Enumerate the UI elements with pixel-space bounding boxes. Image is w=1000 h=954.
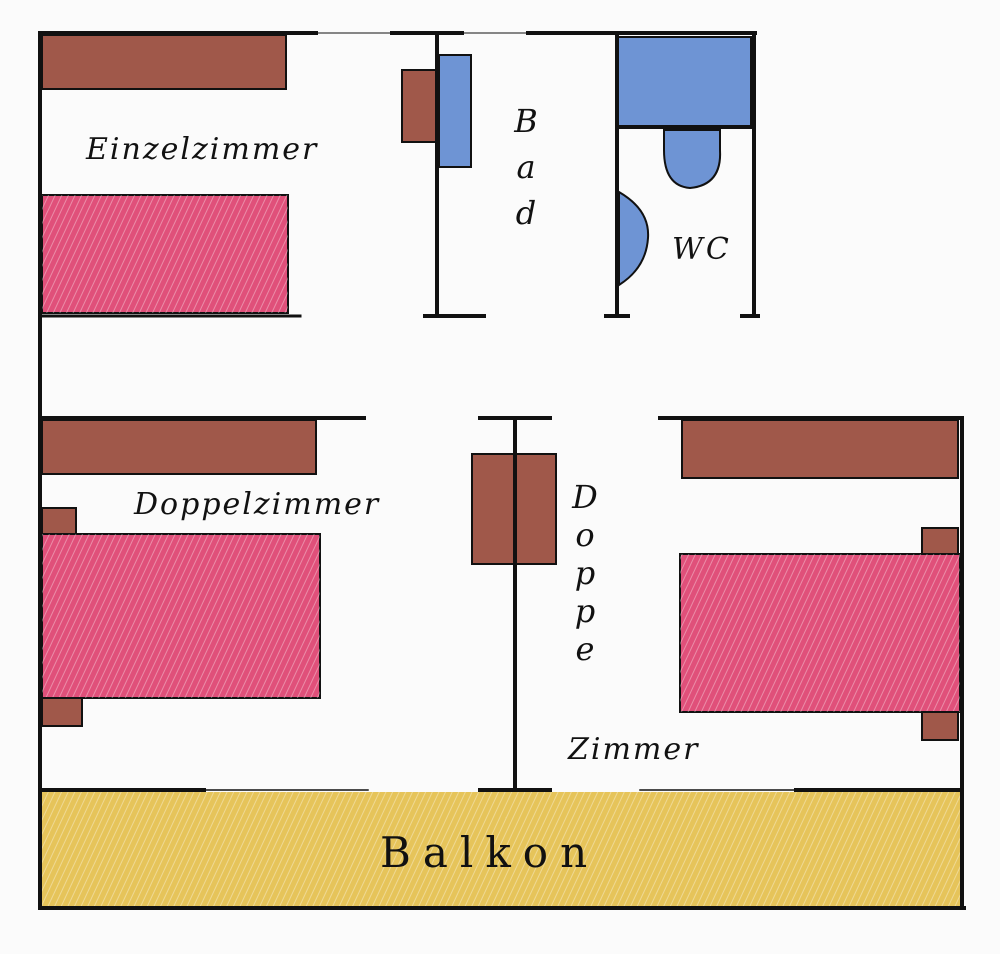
room-label-doppelzimmer-right-tail: Zimmer: [568, 732, 700, 767]
doppelzimmer-left-nightstand-top: [41, 507, 77, 535]
vertical-letter: e: [575, 630, 595, 668]
vertical-letter: d: [515, 194, 537, 232]
room-label-balkon: Balkon: [380, 828, 600, 877]
vertical-letter: p: [574, 554, 596, 592]
doppelzimmer-right-wardrobe: [681, 419, 959, 479]
wc-sink: [618, 190, 650, 287]
bad-bathtub: [616, 36, 752, 128]
room-label-einzelzimmer: Einzelzimmer: [86, 132, 319, 167]
doppelzimmer-left-wardrobe: [41, 419, 317, 475]
doppelzimmer-left-nightstand-bottom: [41, 697, 83, 727]
room-label-doppelzimmer-left: Doppelzimmer: [134, 487, 381, 522]
einzelzimmer-wardrobe: [41, 34, 287, 90]
doppelzimmer-right-nightstand-top: [921, 527, 959, 555]
vertical-letter: D: [572, 478, 598, 516]
vertical-letter: B: [514, 102, 538, 140]
vertical-letter: o: [575, 516, 595, 554]
walls: [38, 31, 966, 910]
room-label-wc: WC: [672, 232, 732, 267]
vertical-letter: a: [516, 148, 536, 186]
wc-toilet: [663, 129, 722, 190]
einzelzimmer-desk: [401, 69, 439, 143]
vertical-letter: p: [574, 592, 596, 630]
bad-shower: [438, 54, 472, 168]
doppelzimmer-right-nightstand-bottom: [921, 711, 959, 741]
